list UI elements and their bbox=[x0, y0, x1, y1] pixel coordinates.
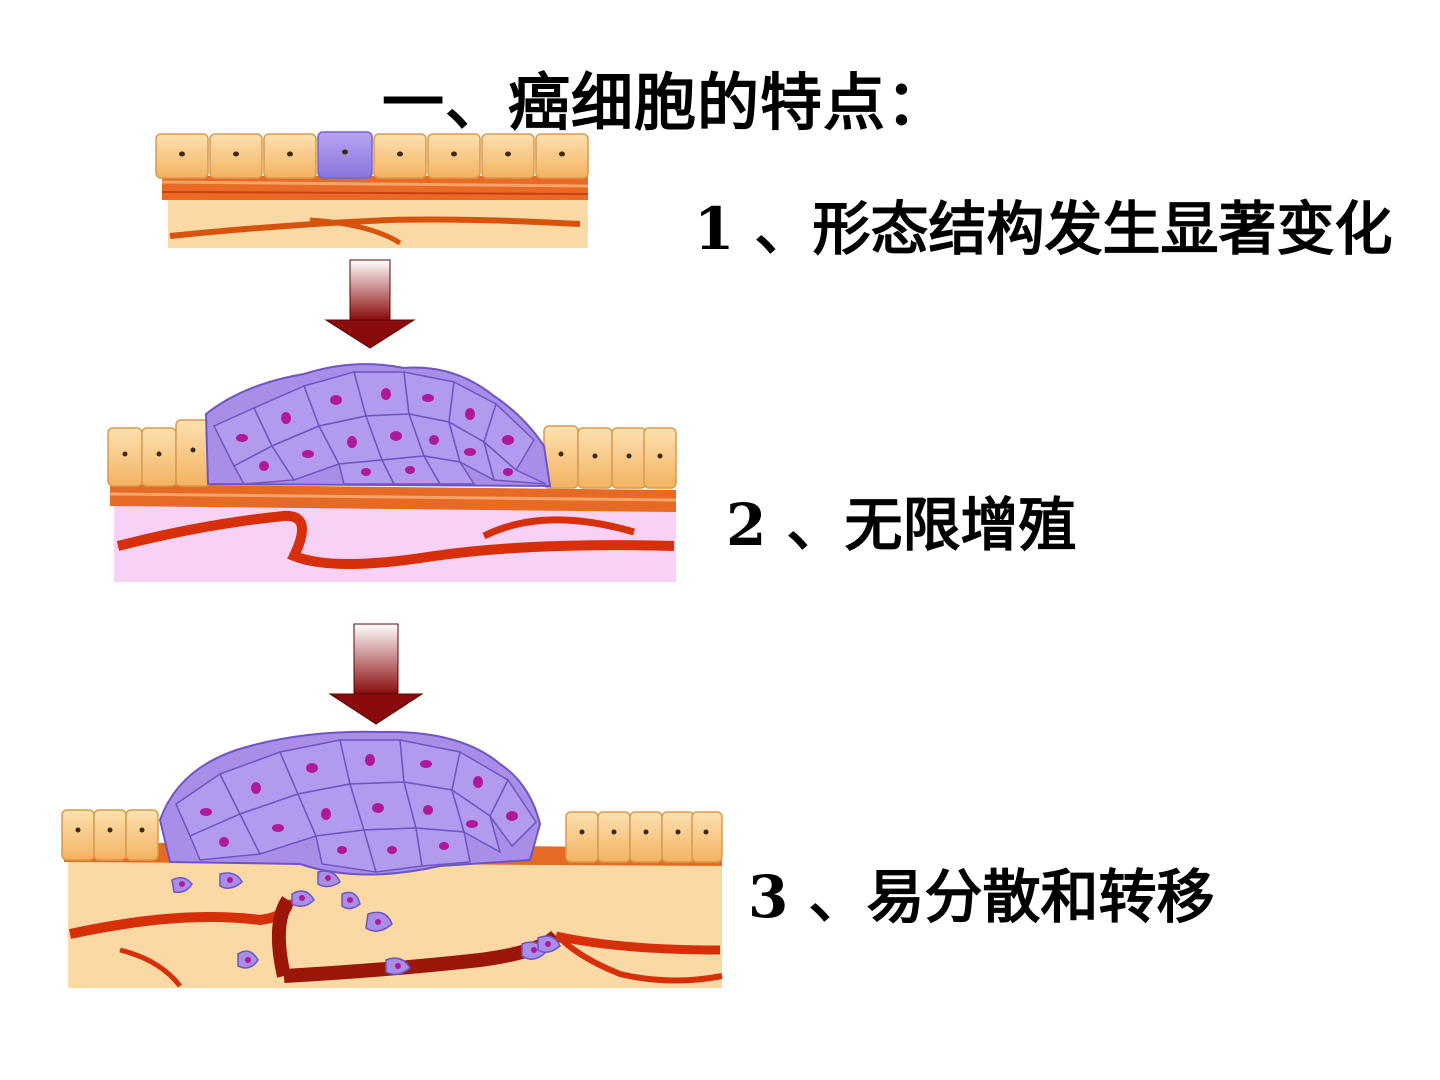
down-arrow-icon bbox=[324, 258, 416, 350]
stage2-tissue-illustration bbox=[104, 356, 679, 584]
stage1-tissue-illustration bbox=[150, 128, 595, 250]
stage2-label: 2 、无限增殖 bbox=[726, 478, 1077, 562]
stage3-label: 3 、易分散和转移 bbox=[748, 850, 1215, 934]
down-arrow-icon bbox=[328, 622, 424, 726]
stage1-label: 1 、形态结构发生显著变化 bbox=[694, 182, 1393, 266]
stage3-tissue-illustration bbox=[60, 724, 725, 990]
